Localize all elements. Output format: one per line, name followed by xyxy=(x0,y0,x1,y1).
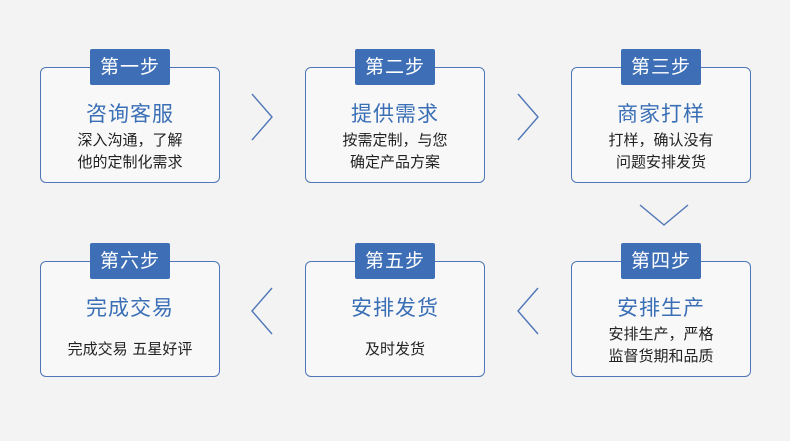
step-badge: 第二步 xyxy=(355,49,435,85)
step-description-line: 确定产品方案 xyxy=(349,153,440,171)
chevron-right-icon xyxy=(516,92,542,142)
step-description-line: 安排生产，严格 xyxy=(608,325,714,343)
step-card-2: 第二步 提供需求 按需定制，与您 确定产品方案 xyxy=(305,49,485,183)
step-description-line: 深入沟通，了解 xyxy=(77,131,183,149)
step-card-5: 第五步 安排发货 及时发货 xyxy=(305,243,485,377)
step-description-line: 问题安排发货 xyxy=(615,153,706,171)
chevron-left-icon xyxy=(248,286,274,336)
step-badge: 第六步 xyxy=(90,243,170,279)
step-card-3: 第三步 商家打样 打样，确认没有 问题安排发货 xyxy=(571,49,751,183)
step-description-line: 完成交易 五星好评 xyxy=(67,340,193,358)
step-badge: 第四步 xyxy=(621,243,701,279)
step-description: 及时发货 xyxy=(306,338,484,360)
step-title: 安排生产 xyxy=(617,296,705,320)
step-description-line: 打样，确认没有 xyxy=(608,131,714,149)
step-title: 提供需求 xyxy=(351,102,439,126)
step-badge: 第五步 xyxy=(355,243,435,279)
step-card-1: 第一步 咨询客服 深入沟通，了解 他的定制化需求 xyxy=(40,49,220,183)
step-description-line: 监督货期和品质 xyxy=(608,347,714,365)
step-title: 完成交易 xyxy=(86,296,174,320)
step-description-line: 及时发货 xyxy=(364,340,425,358)
step-badge: 第一步 xyxy=(90,49,170,85)
step-title: 咨询客服 xyxy=(86,102,174,126)
step-description: 完成交易 五星好评 xyxy=(41,338,219,360)
step-description: 打样，确认没有 问题安排发货 xyxy=(572,129,750,173)
chevron-down-icon xyxy=(638,203,690,227)
chevron-right-icon xyxy=(250,92,276,142)
step-card-4: 第四步 安排生产 安排生产，严格 监督货期和品质 xyxy=(571,243,751,377)
step-description-line: 按需定制，与您 xyxy=(342,131,448,149)
step-description: 按需定制，与您 确定产品方案 xyxy=(306,129,484,173)
step-title: 商家打样 xyxy=(617,102,705,126)
chevron-left-icon xyxy=(514,286,540,336)
step-description-line: 他的定制化需求 xyxy=(77,153,183,171)
step-card-6: 第六步 完成交易 完成交易 五星好评 xyxy=(40,243,220,377)
step-description: 深入沟通，了解 他的定制化需求 xyxy=(41,129,219,173)
step-title: 安排发货 xyxy=(351,296,439,320)
step-description: 安排生产，严格 监督货期和品质 xyxy=(572,323,750,367)
step-badge: 第三步 xyxy=(621,49,701,85)
